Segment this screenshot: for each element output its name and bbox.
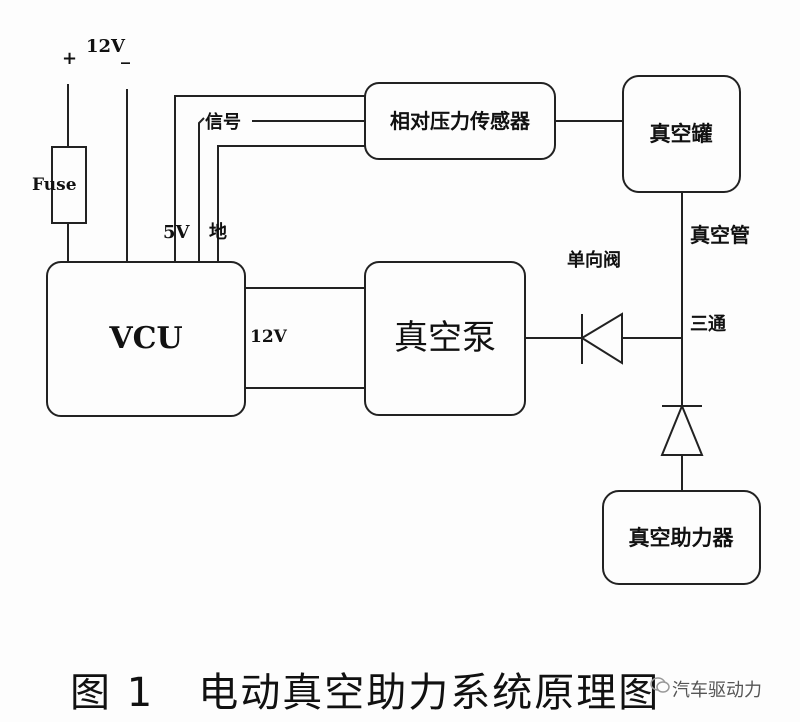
signal-label: 信号 xyxy=(205,111,241,133)
ground-label: 地 xyxy=(209,221,227,243)
check-valve-vertical xyxy=(660,403,704,456)
battery-voltage-label: 12V xyxy=(86,36,126,57)
ground-wire xyxy=(217,145,365,262)
check-valve-horizontal xyxy=(580,312,623,365)
pressure-sensor-label: 相对压力传感器 xyxy=(390,109,531,133)
supply-5v-wire xyxy=(174,95,365,262)
vacuum-pipe-label: 真空管 xyxy=(690,223,750,247)
vacuum-booster-label: 真空助力器 xyxy=(629,525,735,550)
pump-supply-label: 12V xyxy=(250,327,288,347)
check-valve-triangle xyxy=(660,403,704,456)
check-valve-label: 单向阀 xyxy=(567,249,621,271)
signal-wire-vertical xyxy=(198,117,205,262)
vacuum-pump-label: 真空泵 xyxy=(394,318,496,358)
wechat-icon xyxy=(650,677,670,693)
tee-label: 三通 xyxy=(690,314,726,335)
vcu-box xyxy=(46,261,246,417)
fuse-label: Fuse xyxy=(32,175,77,195)
watermark: 汽车驱动力 xyxy=(672,680,762,701)
minus-terminal-label: _ xyxy=(121,44,130,65)
vcu-label: VCU xyxy=(108,321,182,356)
fuse xyxy=(51,146,87,224)
plus-terminal-label: + xyxy=(62,48,77,69)
vacuum-booster-box xyxy=(602,490,761,585)
figure-caption: 图 1 电动真空助力系统原理图 xyxy=(70,670,661,716)
check-valve-triangle xyxy=(580,312,623,365)
vacuum-tank-label: 真空罐 xyxy=(650,121,713,146)
supply-5v-label: 5V xyxy=(163,222,191,243)
